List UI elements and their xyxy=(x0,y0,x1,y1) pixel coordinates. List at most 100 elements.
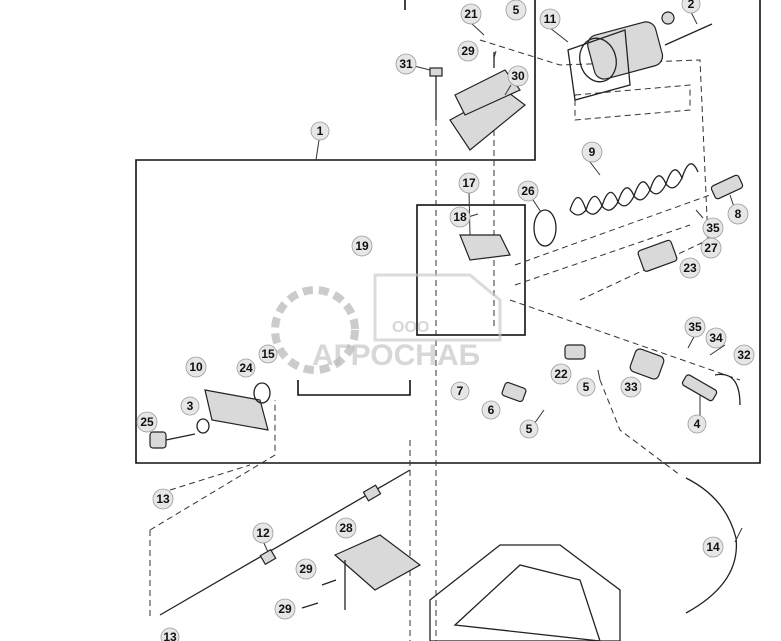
elbow-32 xyxy=(714,373,741,406)
callout-10[interactable]: 10 xyxy=(185,356,207,378)
svg-text:8: 8 xyxy=(735,207,742,221)
svg-text:33: 33 xyxy=(624,380,638,394)
svg-text:18: 18 xyxy=(453,210,467,224)
svg-text:29: 29 xyxy=(461,44,475,58)
svg-text:35: 35 xyxy=(706,221,720,235)
callout-33[interactable]: 33 xyxy=(620,376,642,398)
callout-3[interactable]: 3 xyxy=(180,396,200,416)
callout-6[interactable]: 6 xyxy=(481,400,501,420)
callout-11[interactable]: 11 xyxy=(539,8,561,30)
callout-19[interactable]: 19 xyxy=(351,235,373,257)
agrosnab-watermark: ООО АГРОСНАБ xyxy=(271,273,502,374)
svg-text:3: 3 xyxy=(187,399,194,413)
valve-body-17 xyxy=(459,234,511,261)
callout-12[interactable]: 12 xyxy=(252,522,274,544)
svg-text:24: 24 xyxy=(239,361,253,375)
bracket-30 xyxy=(449,69,526,151)
bracket-28 xyxy=(333,534,422,610)
fitting-8 xyxy=(710,174,744,200)
callout-26[interactable]: 26 xyxy=(517,180,539,202)
svg-text:1: 1 xyxy=(317,124,324,138)
svg-text:17: 17 xyxy=(462,176,476,190)
svg-text:22: 22 xyxy=(554,367,568,381)
callout-35-lower[interactable]: 35 xyxy=(684,316,706,338)
svg-text:4: 4 xyxy=(694,417,701,431)
callout-5-top[interactable]: 5 xyxy=(505,0,527,21)
svg-text:15: 15 xyxy=(261,347,275,361)
solenoid-23 xyxy=(637,239,678,272)
callout-17[interactable]: 17 xyxy=(458,172,480,194)
tube-14 xyxy=(685,477,738,614)
base-casting xyxy=(429,544,621,641)
bolts-29 xyxy=(301,52,495,609)
main-assembly-frame xyxy=(135,0,761,464)
fitting-4 xyxy=(681,374,718,402)
bracket-10 xyxy=(204,389,269,431)
svg-text:19: 19 xyxy=(355,239,369,253)
callout-2[interactable]: 2 xyxy=(681,0,701,14)
callout-18[interactable]: 18 xyxy=(449,206,471,228)
svg-text:34: 34 xyxy=(709,331,723,345)
svg-text:23: 23 xyxy=(683,261,697,275)
svg-text:6: 6 xyxy=(488,403,495,417)
callout-31[interactable]: 31 xyxy=(395,53,417,75)
svg-text:7: 7 xyxy=(457,384,464,398)
svg-text:2: 2 xyxy=(688,0,695,11)
callout-29-top[interactable]: 29 xyxy=(457,40,479,62)
svg-text:5: 5 xyxy=(583,380,590,394)
callout-30[interactable]: 30 xyxy=(507,65,529,87)
svg-text:14: 14 xyxy=(706,540,720,554)
callout-25[interactable]: 25 xyxy=(136,411,158,433)
callout-9[interactable]: 9 xyxy=(581,141,603,163)
svg-text:13: 13 xyxy=(156,492,170,506)
callout-35-upper[interactable]: 35 xyxy=(702,217,724,239)
callout-7[interactable]: 7 xyxy=(450,381,470,401)
callout-14[interactable]: 14 xyxy=(702,536,724,558)
watermark-brand: АГРОСНАБ xyxy=(312,339,480,372)
callout-8[interactable]: 8 xyxy=(727,203,749,225)
callout-5-mid[interactable]: 5 xyxy=(576,377,596,397)
callout-24[interactable]: 24 xyxy=(236,358,256,378)
callout-29-a[interactable]: 29 xyxy=(295,558,317,580)
svg-text:10: 10 xyxy=(189,360,203,374)
bolt-long-2 xyxy=(661,11,713,46)
bolt-25 xyxy=(149,431,196,449)
svg-text:30: 30 xyxy=(511,69,525,83)
callout-5-low[interactable]: 5 xyxy=(519,419,539,439)
callout-23[interactable]: 23 xyxy=(679,257,701,279)
callout-22[interactable]: 22 xyxy=(550,363,572,385)
callout-1[interactable]: 1 xyxy=(310,121,330,141)
callout-32[interactable]: 32 xyxy=(733,344,755,366)
svg-text:12: 12 xyxy=(256,526,270,540)
svg-text:13: 13 xyxy=(163,630,177,641)
svg-text:29: 29 xyxy=(299,562,313,576)
washer-3 xyxy=(196,418,210,434)
fitting-6 xyxy=(501,381,527,403)
svg-text:32: 32 xyxy=(737,348,751,362)
callout-15[interactable]: 15 xyxy=(258,344,278,364)
solenoid-33 xyxy=(629,348,665,380)
svg-text:5: 5 xyxy=(526,422,533,436)
callout-27[interactable]: 27 xyxy=(700,237,722,259)
callout-13-bottom[interactable]: 13 xyxy=(160,627,180,641)
oring-26 xyxy=(533,209,557,247)
callout-34[interactable]: 34 xyxy=(705,327,727,349)
callout-29-b[interactable]: 29 xyxy=(274,598,296,620)
callout-28[interactable]: 28 xyxy=(335,517,357,539)
actuator-cylinder xyxy=(567,21,664,101)
spring-9 xyxy=(569,163,699,216)
svg-text:11: 11 xyxy=(544,12,557,26)
svg-text:29: 29 xyxy=(278,602,292,616)
svg-text:9: 9 xyxy=(589,145,596,159)
callout-21[interactable]: 21 xyxy=(460,3,482,25)
callout-13-mid[interactable]: 13 xyxy=(152,488,174,510)
callouts: 21 5 2 11 29 31 30 1 9 17 26 8 18 35 27 … xyxy=(136,0,755,641)
bolt-31 xyxy=(429,67,443,120)
svg-text:26: 26 xyxy=(521,184,535,198)
callout-4[interactable]: 4 xyxy=(687,414,707,434)
svg-text:27: 27 xyxy=(704,241,718,255)
bushing-24 xyxy=(253,382,271,404)
svg-text:35: 35 xyxy=(688,320,702,334)
fitting-22 xyxy=(564,344,586,360)
